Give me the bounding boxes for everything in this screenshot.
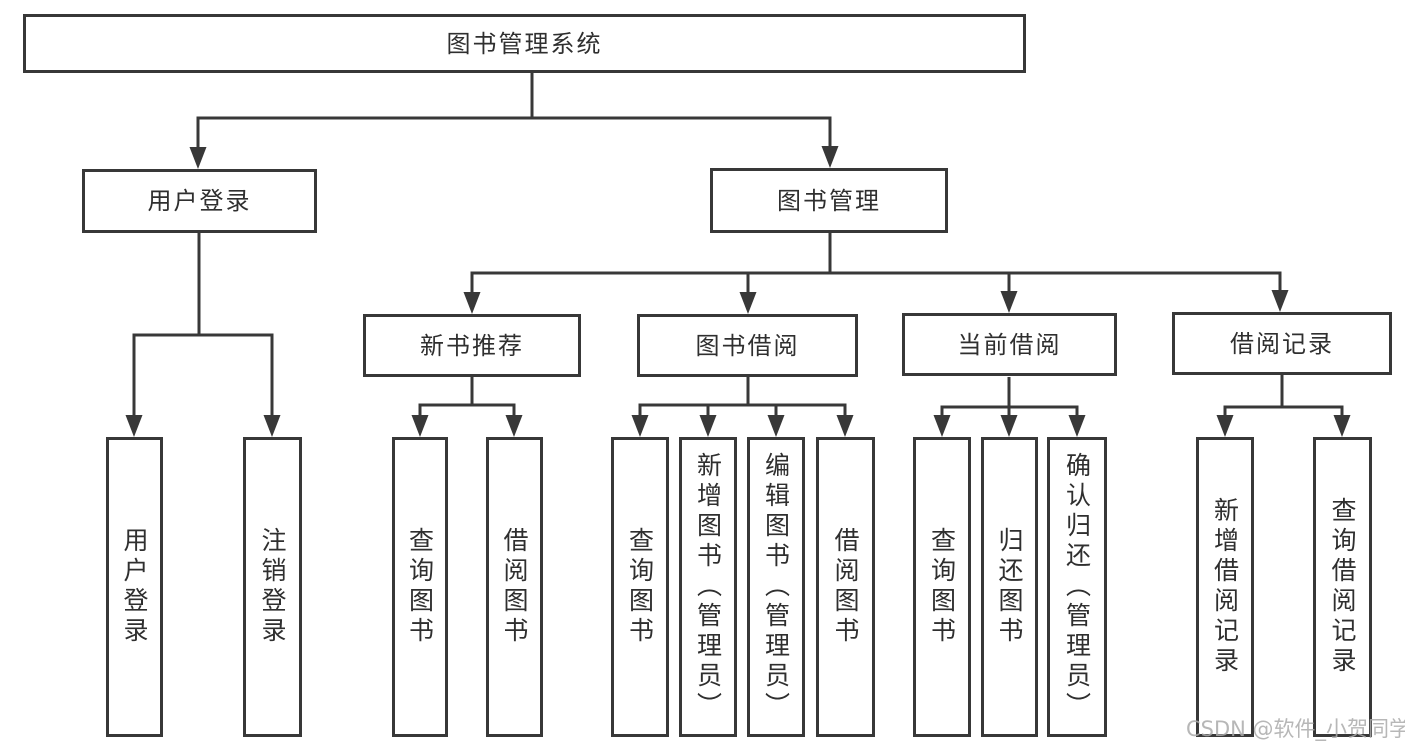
connector-root-to-level2	[189, 73, 839, 169]
leaf-borrow-edit-admin-label: 编辑图书（管理员）	[761, 452, 791, 722]
leaf-borrow-borrow: 借阅图书	[816, 437, 875, 737]
leaf-current-return: 归还图书	[981, 437, 1038, 737]
leaf-current-confirm-admin-label: 确认归还（管理员）	[1062, 452, 1092, 722]
leaf-borrow-add-admin: 新增图书（管理员）	[679, 437, 737, 737]
leaf-logout-label: 注销登录	[258, 527, 287, 647]
connector-userlogin-to-children	[125, 233, 281, 437]
connector-currentborrow-to-children	[933, 377, 1086, 437]
node-book-borrow: 图书借阅	[637, 314, 858, 377]
connector-bookmgmt-to-level3	[463, 233, 1289, 314]
leaf-borrow-borrow-label: 借阅图书	[831, 527, 860, 647]
leaf-newbook-query-label: 查询图书	[405, 527, 435, 647]
node-current-borrow: 当前借阅	[902, 313, 1117, 376]
leaf-newbook-borrow-label: 借阅图书	[500, 527, 529, 647]
leaf-current-confirm-admin: 确认归还（管理员）	[1047, 437, 1107, 737]
leaf-record-add: 新增借阅记录	[1196, 437, 1254, 737]
leaf-borrow-query-label: 查询图书	[625, 527, 655, 647]
leaf-current-query: 查询图书	[913, 437, 971, 737]
leaf-current-query-label: 查询图书	[927, 527, 957, 647]
leaf-user-login: 用户登录	[106, 437, 163, 737]
node-new-book-recommend: 新书推荐	[363, 314, 581, 377]
leaf-current-return-label: 归还图书	[995, 527, 1024, 647]
leaf-record-add-label: 新增借阅记录	[1210, 497, 1240, 677]
node-root: 图书管理系统	[23, 14, 1026, 73]
connector-newbook-to-children	[411, 377, 523, 437]
connector-record-to-children	[1216, 375, 1351, 437]
watermark: CSDN @软件_小贺同学	[1186, 717, 1405, 741]
node-borrow-record: 借阅记录	[1172, 312, 1392, 375]
leaf-borrow-add-admin-label: 新增图书（管理员）	[693, 452, 723, 722]
leaf-record-query: 查询借阅记录	[1313, 437, 1372, 737]
leaf-borrow-edit-admin: 编辑图书（管理员）	[747, 437, 805, 737]
node-user-login: 用户登录	[82, 169, 317, 233]
connector-bookborrow-to-children	[631, 377, 854, 437]
leaf-newbook-query: 查询图书	[392, 437, 448, 737]
leaf-record-query-label: 查询借阅记录	[1328, 497, 1357, 677]
leaf-logout: 注销登录	[243, 437, 302, 737]
leaf-newbook-borrow: 借阅图书	[486, 437, 543, 737]
leaf-user-login-label: 用户登录	[120, 527, 149, 647]
node-book-management: 图书管理	[710, 168, 948, 233]
leaf-borrow-query: 查询图书	[611, 437, 669, 737]
